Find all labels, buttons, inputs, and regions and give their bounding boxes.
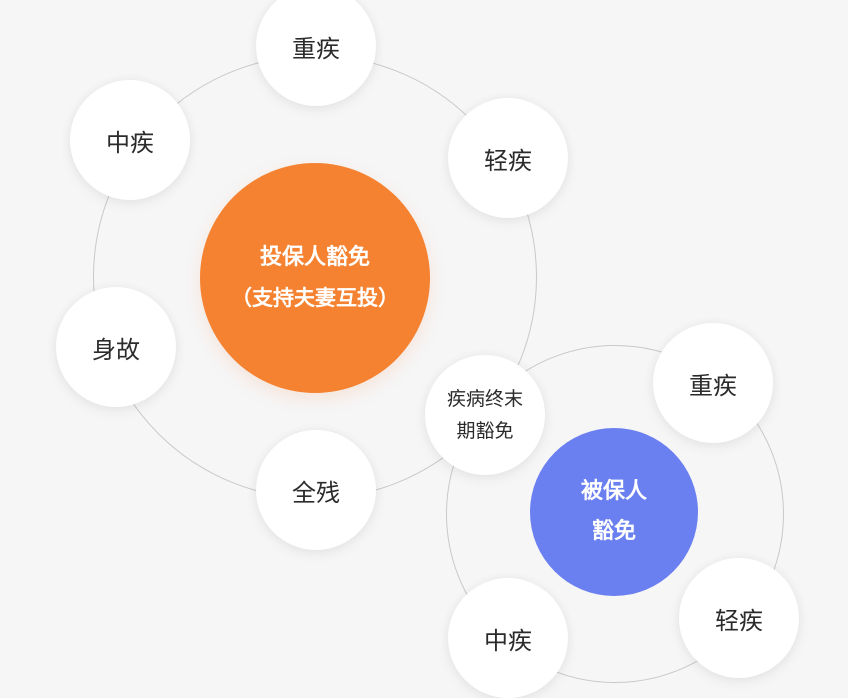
policyholder-node-death: 身故 (56, 287, 176, 407)
insured-node-mild-illness: 轻疾 (679, 558, 799, 678)
insured-subtitle: 豁免 (591, 519, 636, 544)
insured-ring (446, 345, 784, 683)
policyholder-node-total-disability: 全残 (256, 430, 376, 550)
policyholder-node-mild-illness: 轻疾 (448, 98, 568, 218)
insured-waiver-core: 被保人 豁免 (530, 428, 698, 596)
policyholder-title: 投保人豁免 (259, 245, 370, 270)
terminal-illness-waiver-node: 疾病终末 期豁免 (425, 355, 545, 475)
policyholder-node-moderate-illness: 中疾 (70, 80, 190, 200)
insured-node-critical-illness: 重疾 (653, 323, 773, 443)
policyholder-waiver-core: 投保人豁免 （支持夫妻互投） (200, 163, 430, 393)
insured-title: 被保人 (580, 479, 647, 504)
insured-node-moderate-illness: 中疾 (448, 578, 568, 698)
policyholder-subtitle: （支持夫妻互投） (231, 286, 399, 310)
policyholder-node-critical-illness: 重疾 (256, 0, 376, 106)
